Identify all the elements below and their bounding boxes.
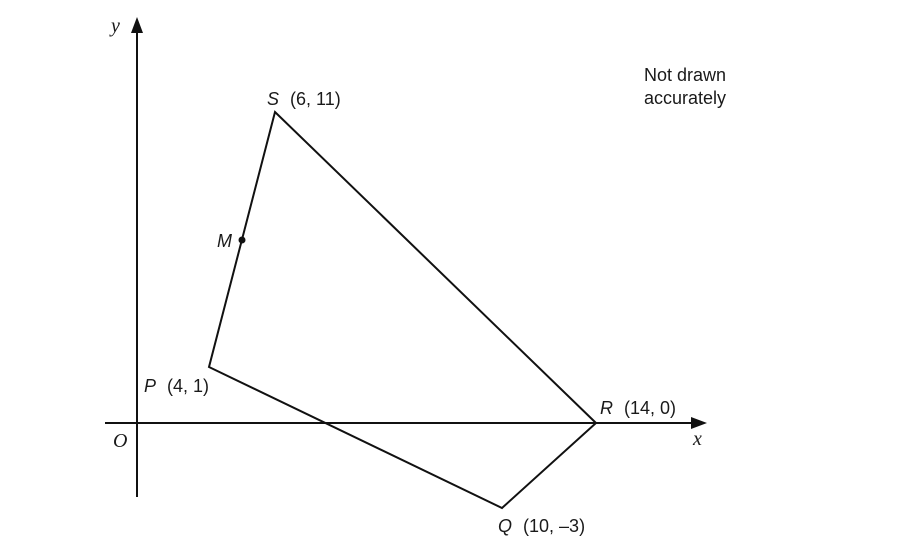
svg-text:Q (10, –3): Q (10, –3) <box>498 516 585 536</box>
point-q-coords: (10, –3) <box>523 516 585 536</box>
origin-label: O <box>113 430 127 452</box>
point-p-label: P (4, 1) <box>144 376 209 396</box>
y-axis: y <box>109 15 143 497</box>
x-axis-label: x <box>692 428 702 450</box>
point-m-dot <box>238 236 246 244</box>
svg-text:R (14, 0): R (14, 0) <box>600 398 676 418</box>
y-axis-label: y <box>109 15 120 37</box>
y-axis-arrow-icon <box>131 17 143 33</box>
point-q-label: Q (10, –3) <box>498 516 585 536</box>
svg-text:S (6, 11): S (6, 11) <box>267 89 341 109</box>
not-drawn-accurately-note: Not drawn accurately <box>644 65 726 108</box>
point-r-coords: (14, 0) <box>624 398 676 418</box>
point-r-label: R (14, 0) <box>600 398 676 418</box>
quadrilateral-pqrs <box>207 110 598 510</box>
point-q-name: Q <box>498 516 512 536</box>
point-r-name: R <box>600 398 613 418</box>
note-line-2: accurately <box>644 88 726 108</box>
point-m-label: M <box>217 231 232 251</box>
point-p-coords: (4, 1) <box>167 376 209 396</box>
note-line-1: Not drawn <box>644 65 726 85</box>
svg-text:P (4, 1): P (4, 1) <box>144 376 209 396</box>
point-s-label: S (6, 11) <box>267 89 341 109</box>
x-axis-arrow-icon <box>691 417 707 429</box>
x-axis: x <box>105 417 707 450</box>
point-s-coords: (6, 11) <box>290 89 341 109</box>
point-p-name: P <box>144 376 156 396</box>
point-s-name: S <box>267 89 279 109</box>
